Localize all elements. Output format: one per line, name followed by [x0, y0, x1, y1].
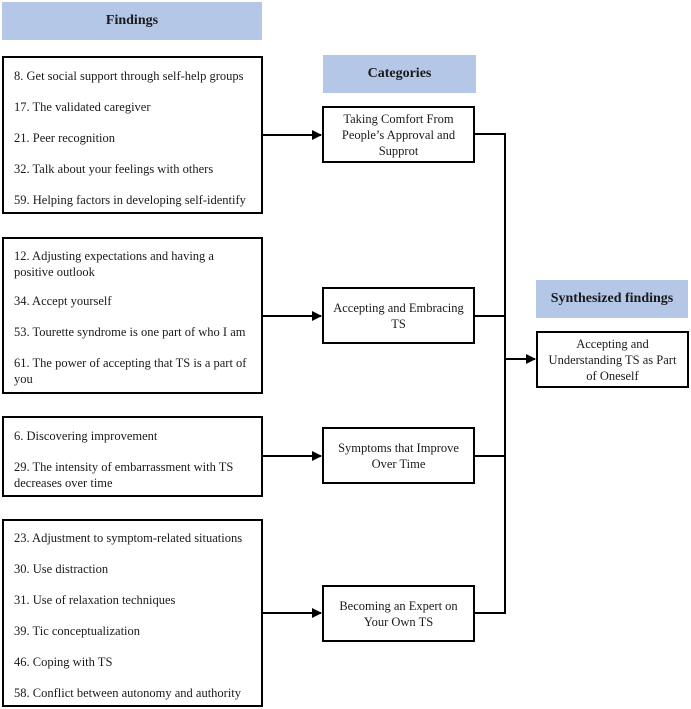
finding-item: 29. The intensity of embarrassment with … [14, 460, 234, 490]
finding-item: 21. Peer recognition [14, 131, 116, 145]
finding-item: 32. Talk about your feelings with others [14, 162, 214, 176]
findings-box-4: 23. Adjustment to symptom-related situat… [2, 519, 263, 707]
finding-item: 53. Tourette syndrome is one part of who… [14, 325, 246, 339]
finding-item: 30. Use distraction [14, 562, 109, 576]
finding-item: 8. Get social support through self-help … [14, 69, 244, 83]
findings-box-2: 12. Adjusting expectations and having a … [2, 237, 263, 394]
finding-item: 31. Use of relaxation techniques [14, 593, 176, 607]
findings-box-3: 6. Discovering improvement 29. The inten… [2, 416, 263, 497]
synthesized-finding-box: Accepting and Understanding TS as Part o… [536, 331, 689, 388]
finding-item: 46. Coping with TS [14, 655, 113, 669]
category-box-2: Accepting and Embracing TS [322, 287, 475, 344]
finding-item: 12. Adjusting expectations and having a … [14, 249, 214, 279]
findings-header: Findings [2, 2, 262, 40]
finding-item: 23. Adjustment to symptom-related situat… [14, 531, 243, 545]
categories-header: Categories [323, 55, 476, 93]
category-connector-1 [475, 133, 506, 359]
category-box-4: Becoming an Expert on Your Own TS [322, 585, 475, 642]
category-connector-4 [475, 456, 506, 614]
category-connector-3 [475, 359, 506, 457]
synthesized-findings-header: Synthesized findings [536, 280, 688, 318]
finding-item: 39. Tic conceptualization [14, 624, 141, 638]
finding-item: 6. Discovering improvement [14, 429, 158, 443]
finding-item: 34. Accept yourself [14, 294, 112, 308]
category-box-1: Taking Comfort From People’s Approval an… [322, 106, 475, 163]
finding-item: 61. The power of accepting that TS is a … [14, 356, 247, 386]
finding-item: 59. Helping factors in developing self-i… [14, 193, 246, 207]
category-box-3: Symptoms that Improve Over Time [322, 427, 475, 484]
findings-box-1: 8. Get social support through self-help … [2, 56, 263, 214]
finding-item: 58. Conflict between autonomy and author… [14, 686, 242, 700]
finding-item: 17. The validated caregiver [14, 100, 151, 114]
